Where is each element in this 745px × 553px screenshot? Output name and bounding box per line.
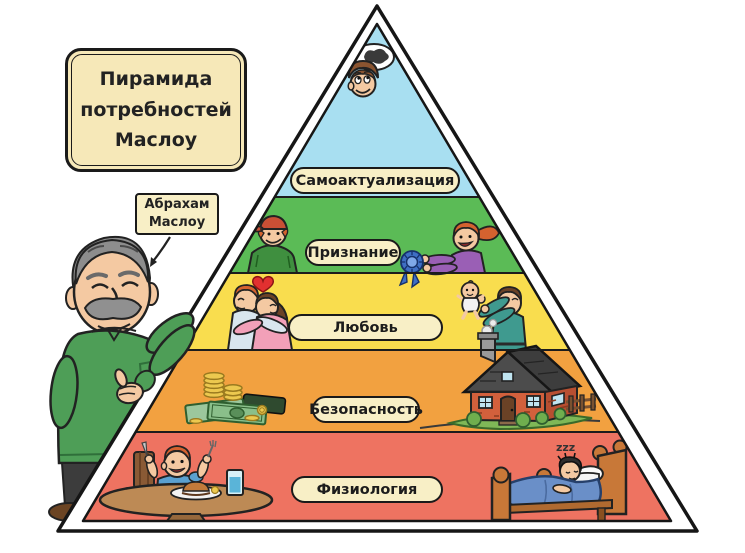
maslow-arm <box>114 312 196 405</box>
food <box>182 481 210 492</box>
band-separators <box>83 196 671 433</box>
closed-happy-eyes <box>91 281 139 289</box>
gray-hair <box>74 238 150 285</box>
baby-illustration <box>456 280 485 320</box>
coin-stack-icon <box>203 371 243 401</box>
sleeping-boy-in-bed-illustration: zzz <box>490 439 628 521</box>
money-illustration <box>184 371 287 426</box>
heart-icon <box>252 275 274 293</box>
house-illustration <box>419 318 601 431</box>
boy-eating-at-table-illustration <box>98 440 274 521</box>
father-lifting-baby-illustration <box>456 280 528 351</box>
ponytail <box>475 225 500 242</box>
page-title: Пирамида потребностей Маслоу <box>71 54 241 166</box>
girl-giving-award-illustration <box>420 221 500 276</box>
fork-icon <box>207 444 214 458</box>
level-label-physiology: Физиология <box>291 476 443 503</box>
level-label-esteem: Признание <box>305 239 401 266</box>
callout-arrow-icon <box>150 236 171 267</box>
level-label-self-actualization: Самоактуализация <box>290 167 460 194</box>
house-door <box>500 395 516 422</box>
author-callout-label: Абрахам Маслоу <box>135 193 219 235</box>
knife-icon <box>141 441 148 457</box>
fence-icon <box>565 393 597 413</box>
red-cap-icon <box>258 214 289 230</box>
hugging-couple-illustration <box>226 275 294 351</box>
pyramid-inner-border <box>81 22 673 523</box>
title-box: Пирамида потребностей Маслоу <box>65 48 247 172</box>
boy-with-cap-illustration <box>246 214 299 274</box>
sleep-zzz-text: zzz <box>556 441 575 454</box>
level-label-safety: Безопасность <box>309 396 423 423</box>
level-label-love: Любовь <box>288 314 443 341</box>
mustache <box>83 297 143 321</box>
thinking-boy-illustration <box>347 43 395 98</box>
